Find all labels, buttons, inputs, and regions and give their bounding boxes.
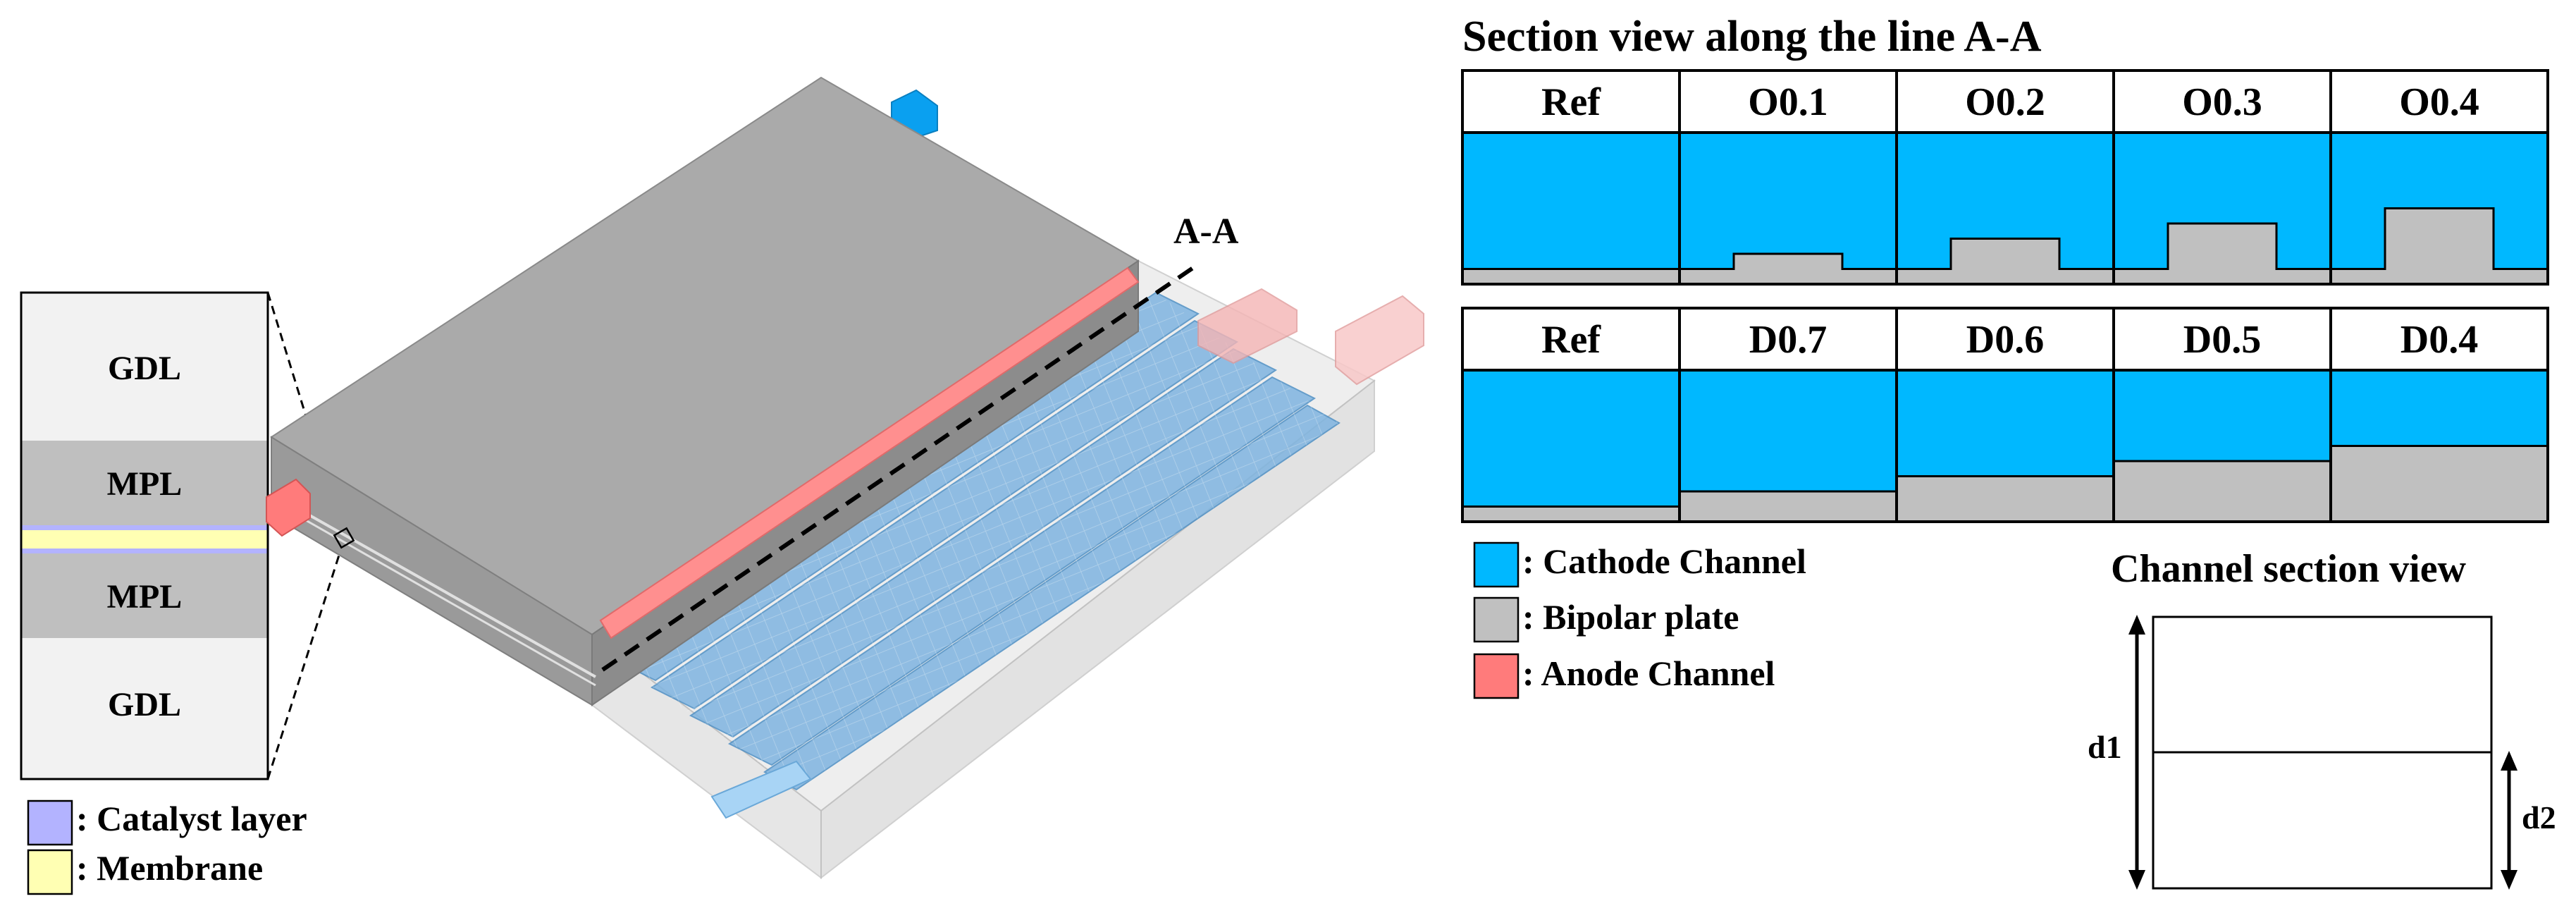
anode-inlet-block bbox=[266, 478, 311, 537]
variant-label: O0.2 bbox=[1965, 80, 2045, 124]
variant-label: O0.1 bbox=[1748, 80, 1828, 124]
mpl-layer-bottom bbox=[21, 553, 268, 638]
section-view-panel: Section view along the line A-A Ref O0.1 O… bbox=[1461, 13, 2549, 523]
zoom-target-box bbox=[333, 527, 355, 549]
bipolar-plate-profile bbox=[1461, 268, 1681, 286]
channel-legend: : Cathode Channel : Bipolar plate : Anod… bbox=[1473, 541, 1806, 699]
section-view-title: Section view along the line A-A bbox=[1462, 13, 2042, 61]
layer-label-gdl-bottom: GDL bbox=[108, 686, 181, 723]
variant-label: D0.4 bbox=[2401, 318, 2478, 362]
membrane-seam-line bbox=[295, 506, 596, 678]
d1-arrow-head-bottom bbox=[2128, 870, 2145, 890]
cathode-legend-label: : Cathode Channel bbox=[1522, 541, 1806, 581]
bipolar-legend-swatch bbox=[1473, 596, 1520, 643]
catalyst-legend-label: : Catalyst layer bbox=[76, 799, 307, 838]
bipolar-plate-profile bbox=[1895, 475, 2115, 523]
membrane-legend-swatch bbox=[27, 849, 73, 895]
anode-outlet-stub bbox=[1197, 288, 1298, 364]
variant-body-frame bbox=[2329, 369, 2549, 523]
d1-label: d1 bbox=[2088, 729, 2122, 765]
variant-body-frame bbox=[2329, 131, 2549, 286]
variant-label: Ref bbox=[1541, 80, 1601, 124]
catalyst-legend-swatch bbox=[27, 799, 73, 846]
d2-label: d2 bbox=[2522, 799, 2556, 835]
variant-header-cell bbox=[1461, 307, 1681, 372]
bipolar-plate-profile bbox=[1461, 505, 1681, 523]
layer-stack-panel: GDL MPL MPL GDL bbox=[20, 291, 343, 780]
anode-channel-strip bbox=[599, 266, 1140, 639]
cathode-region bbox=[1462, 370, 1680, 522]
layer-label-gdl-top: GDL bbox=[108, 350, 181, 387]
channel-mesh-overlay bbox=[613, 293, 1339, 790]
section-line-a-a bbox=[601, 262, 1200, 672]
mpl-layer-top bbox=[21, 441, 268, 525]
catalyst-layer-strip-top bbox=[21, 525, 268, 530]
membrane-legend-label: : Membrane bbox=[76, 848, 263, 888]
variant-label: O0.3 bbox=[2182, 80, 2262, 124]
cathode-region bbox=[1462, 133, 1680, 284]
d1-arrow-head-top bbox=[2128, 615, 2145, 635]
variant-label: Ref bbox=[1541, 318, 1601, 362]
bipolar-legend-label: : Bipolar plate bbox=[1522, 597, 1739, 637]
anode-outlet-tube bbox=[1335, 295, 1424, 386]
variant-header-cell bbox=[1895, 307, 2115, 372]
variant-label: D0.6 bbox=[1966, 318, 2044, 362]
bipolar-plate-profile bbox=[1678, 490, 1898, 523]
section-marker-label: A-A bbox=[1173, 212, 1239, 252]
zoom-line-lower bbox=[266, 546, 343, 780]
anode-legend-label: : Anode Channel bbox=[1522, 654, 1775, 693]
variant-label: D0.7 bbox=[1749, 318, 1827, 362]
cathode-legend-swatch bbox=[1473, 541, 1520, 588]
cell-3d-model: A-A bbox=[266, 76, 1424, 880]
channel-section-view: Channel section view d1 d2 bbox=[2088, 547, 2556, 890]
bipolar-plate-profile bbox=[2329, 445, 2549, 523]
gdl-layer-top bbox=[21, 293, 268, 441]
layer-legend: : Catalyst layer : Membrane bbox=[27, 799, 307, 895]
variant-header-cell bbox=[2112, 69, 2332, 134]
layer-label-mpl-top: MPL bbox=[107, 465, 183, 503]
bipolar-plate-profile bbox=[2112, 460, 2332, 523]
d2-arrow-head-top bbox=[2501, 751, 2518, 771]
membrane-seam-line-2 bbox=[295, 513, 596, 687]
d2-arrow-head-bottom bbox=[2501, 870, 2518, 890]
gdl-layer-bottom bbox=[21, 638, 268, 779]
layer-stack-frame bbox=[20, 291, 269, 780]
variant-label: D0.5 bbox=[2183, 318, 2261, 362]
cathode-inlet-tube bbox=[710, 760, 812, 819]
variant-header-cell bbox=[2329, 307, 2549, 372]
variant-header-cell bbox=[2329, 69, 2549, 134]
catalyst-layer-strip-bottom bbox=[21, 549, 268, 553]
anode-legend-swatch bbox=[1473, 653, 1520, 699]
membrane-strip bbox=[21, 530, 268, 549]
variant-header-cell bbox=[1678, 307, 1898, 372]
channel-section-title: Channel section view bbox=[2111, 547, 2467, 591]
layer-label-mpl-bottom: MPL bbox=[107, 578, 183, 615]
variant-label: O0.4 bbox=[2399, 80, 2479, 124]
